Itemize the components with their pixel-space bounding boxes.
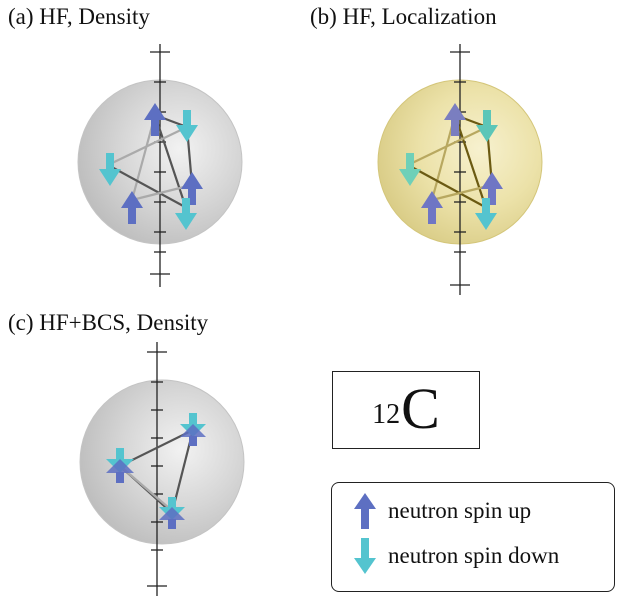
- legend-item-spin-up: neutron spin up: [352, 491, 531, 531]
- panel-c-diagram: [79, 342, 245, 596]
- mass-number: 12: [372, 399, 401, 430]
- neutron-spin-down-arrow: [476, 110, 498, 142]
- spin-up-arrow-icon: [354, 493, 376, 529]
- panel-b-title: (b) HF, Localization: [310, 4, 497, 29]
- legend-label-spin-down: neutron spin down: [388, 543, 560, 568]
- neutron-spin-down-arrow: [475, 198, 497, 230]
- legend-label-spin-up: neutron spin up: [388, 498, 532, 523]
- element-symbol: C: [401, 376, 440, 441]
- neutron-spin-down-arrow: [99, 153, 121, 186]
- neutron-spin-up-arrow: [144, 103, 166, 136]
- legend-item-spin-down: neutron spin down: [352, 536, 559, 576]
- panel-c-title: (c) HF+BCS, Density: [8, 310, 209, 335]
- neutron-spin-down-arrow: [175, 198, 197, 230]
- nucleus-label-box: 12C: [332, 371, 480, 449]
- neutron-spin-up-arrow: [421, 191, 443, 224]
- vertical-axis: [150, 44, 170, 287]
- neutron-spin-up-arrow: [481, 172, 503, 205]
- neutron-pair-marker: [106, 448, 134, 483]
- vertical-axis: [147, 342, 167, 596]
- legend: neutron spin up neutron spin down: [331, 482, 615, 592]
- neutron-pair-marker: [180, 413, 206, 446]
- panel-a-diagram: [77, 44, 243, 287]
- neutron-pair-marker: [159, 497, 185, 529]
- spin-down-arrow-icon: [354, 538, 376, 574]
- density-sphere: [79, 379, 245, 545]
- neutron-spin-up-arrow: [181, 172, 203, 205]
- nucleus-label: 12C: [333, 376, 479, 442]
- neutron-spin-up-arrow: [444, 103, 466, 136]
- neutron-spin-up-arrow: [121, 191, 143, 224]
- panel-a-title: (a) HF, Density: [8, 4, 150, 29]
- panel-b-diagram: [377, 44, 543, 295]
- neutron-spin-down-arrow: [176, 110, 198, 142]
- neutron-spin-down-arrow: [399, 153, 421, 186]
